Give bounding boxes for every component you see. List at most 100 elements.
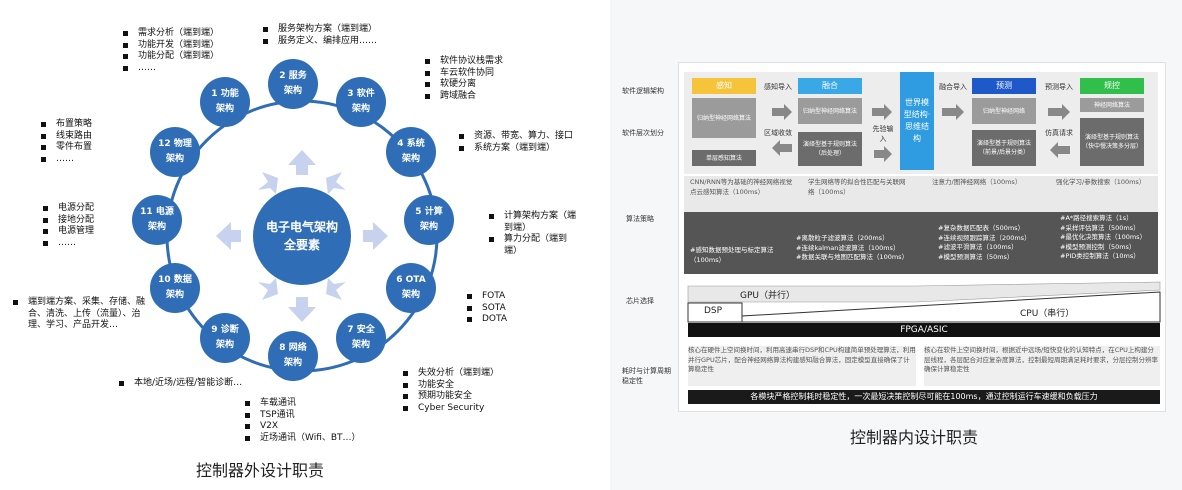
list-item: 接地分配 bbox=[42, 215, 94, 227]
algo-light-1: CNN/RNN等为基础的神经网络视觉点云感知算法（100ms） bbox=[690, 178, 793, 196]
node-title: 2 服务 bbox=[279, 71, 307, 81]
list-item: TSP通讯 bbox=[244, 410, 361, 422]
algo-dark-item: #最优化决策算法（100ms） bbox=[1060, 233, 1147, 241]
list-item: 软硬分离 bbox=[424, 79, 503, 91]
label-fusion-in: 融合导入 bbox=[939, 83, 967, 91]
arrow-left bbox=[216, 222, 241, 250]
algo-dark-item: #复杂数据匹配表（500ms） bbox=[938, 224, 1025, 232]
node-system: 4 系统架构 bbox=[386, 127, 436, 177]
list-compute: 计算架构方案（端到端） 算力分配（端到端） bbox=[488, 211, 578, 257]
box-prediction-rules: 演绎型基于规则算法（前景/后景分类） bbox=[972, 130, 1036, 166]
flow-arrows bbox=[772, 104, 1070, 162]
arrow-down bbox=[288, 297, 316, 322]
list-item: DOTA bbox=[466, 314, 507, 326]
node-ota: 6 OTA 架构 bbox=[386, 263, 436, 313]
list-item: 线束路由 bbox=[40, 131, 92, 143]
list-item: 本地/近场/远程/智能诊断… bbox=[118, 378, 242, 390]
node-subtitle: 架构 bbox=[147, 222, 166, 232]
arrow-up bbox=[288, 150, 316, 175]
node-function: 1 功能架构 bbox=[200, 77, 250, 127]
right-diagram-panel: 软件逻辑架构 软件层次划分 算法策略 芯片选择 耗时与计算周期稳定性 感知 融合… bbox=[612, 0, 1182, 490]
algo-light-3: 注意力/图神经网络（100ms） bbox=[932, 178, 1022, 186]
algo-dark-item: #PID类控制算法（10ms） bbox=[1060, 252, 1140, 260]
node-power: 11 电源架构 bbox=[132, 195, 182, 245]
list-item: 功能安全 bbox=[402, 380, 499, 392]
header-world-model: 世界模型结构·思维结构 bbox=[900, 72, 934, 170]
list-item: 近场通讯（Wifi、BT…） bbox=[244, 433, 361, 445]
arrow-right-icon bbox=[772, 104, 792, 120]
row-label-logic: 软件逻辑架构 bbox=[622, 87, 664, 95]
arrow-right-icon bbox=[872, 104, 892, 120]
list-system: 资源、带宽、算力、接口 系统方案（端到端） bbox=[458, 131, 573, 154]
label-prior-input: 先验输入 bbox=[872, 125, 894, 143]
list-diagnosis: 本地/近场/远程/智能诊断… bbox=[118, 378, 242, 390]
node-subtitle: 架构 bbox=[419, 222, 438, 232]
list-item: 需求分析（端到端） bbox=[122, 28, 219, 40]
arrow-ll bbox=[258, 278, 278, 300]
list-item: 预期功能安全 bbox=[402, 391, 499, 403]
node-subtitle: 架构 bbox=[215, 104, 234, 114]
node-title: 12 物理 bbox=[158, 139, 192, 149]
list-item: SOTA bbox=[466, 303, 507, 315]
list-item: Cyber Security bbox=[402, 403, 499, 415]
header-control: 规控 bbox=[1080, 78, 1144, 94]
node-title: 9 诊断 bbox=[211, 325, 239, 335]
algo-dark-item: #滤波平滑算法（100ms） bbox=[938, 243, 1018, 251]
list-service: 服务架构方案（端到端） 服务定义、编排应用…… bbox=[262, 24, 377, 47]
list-item: …… bbox=[122, 63, 219, 75]
node-title: 7 安全 bbox=[347, 325, 375, 335]
label-perception-in: 感知导入 bbox=[764, 83, 792, 91]
arrow-ur bbox=[326, 172, 346, 194]
chip-dsp-label: DSP bbox=[704, 306, 723, 316]
label-predict-in: 预测导入 bbox=[1045, 83, 1073, 91]
list-functional: 需求分析（端到端） 功能开发（端到端） 功能分配（端到端） …… bbox=[122, 28, 219, 74]
arrow-right-icon bbox=[942, 104, 964, 120]
node-compute: 5 计算架构 bbox=[404, 195, 454, 245]
list-item: 端到端方案、采集、存储、融合、清洗、上传（流量）、治理、学习、产品开发… bbox=[12, 297, 154, 332]
arrow-left-icon bbox=[1050, 142, 1070, 158]
node-title: 11 电源 bbox=[140, 207, 174, 217]
node-title: 10 数据 bbox=[158, 275, 192, 285]
node-subtitle: 架构 bbox=[165, 290, 184, 300]
algo-dark-item: #离散粒子滤波算法（200ms） bbox=[796, 234, 889, 242]
algo-light-band: CNN/RNN等为基础的神经网络视觉点云感知算法（100ms） 学生网络等的拟合… bbox=[684, 176, 1158, 212]
algo-dark-item: #采样评估算法（500ms） bbox=[1060, 223, 1140, 232]
chip-shapes bbox=[687, 281, 1161, 323]
node-subtitle: 架构 bbox=[401, 290, 420, 300]
box-perception-nn: 归纳型神经网络算法 bbox=[692, 98, 756, 138]
algo-dark-item: #连续视频跟踪算法（200ms） bbox=[938, 233, 1031, 242]
algo-dark-item: #感知数据预处理与标定算法（100ms） bbox=[690, 246, 774, 264]
box-prediction-nn: 归纳型神经网络 bbox=[972, 98, 1036, 124]
list-item: …… bbox=[40, 154, 92, 166]
chip-fpga-bar: FPGA/ASIC bbox=[688, 323, 1160, 337]
algo-dark-item: #A*路径搜索算法（1s） bbox=[1060, 214, 1133, 222]
node-subtitle: 架构 bbox=[351, 340, 370, 350]
algo-dark-col3: #复杂数据匹配表（500ms） #连续视频跟踪算法（200ms） #滤波平滑算法… bbox=[938, 224, 1058, 262]
label-sim-request: 仿真请求 bbox=[1045, 129, 1073, 137]
timing-left-text: 核心在硬件上空间换时间，利用高速串行DSP和CPU构建简单预处理算法，利用并行G… bbox=[688, 346, 916, 386]
list-item: 电源分配 bbox=[42, 203, 94, 215]
node-title: 6 OTA bbox=[396, 275, 426, 285]
box-control-rules: 演绎型基于规则算法（快中慢决策多分层） bbox=[1080, 118, 1144, 166]
algo-dark-item: #数据关联与地图匹配算法（100ms） bbox=[796, 253, 909, 261]
list-power: 电源分配 接地分配 电源管理 …… bbox=[42, 203, 94, 249]
list-security: 失效分析（端到端） 功能安全 预期功能安全 Cyber Security bbox=[402, 368, 499, 414]
arrow-right-icon bbox=[874, 146, 892, 162]
node-title: 5 计算 bbox=[415, 207, 443, 217]
row-label-layers: 软件层次划分 bbox=[622, 129, 664, 137]
arrow-ul bbox=[258, 172, 278, 194]
chip-cpu-label: CPU（串行） bbox=[1020, 309, 1075, 319]
algo-light-2: 学生网络等的拟合性匹配与关联网络（100ms） bbox=[808, 178, 906, 196]
algo-dark-item: #模型预测控制（50ms） bbox=[1060, 242, 1136, 251]
list-item: 电源管理 bbox=[42, 226, 94, 238]
algo-dark-band: #感知数据预处理与标定算法（100ms） #离散粒子滤波算法（200ms） #连… bbox=[684, 212, 1158, 274]
algo-dark-item: #模型预测算法（50ms） bbox=[938, 252, 1014, 261]
timing-right-text: 核心在软件上空间换时间，根据近中远场/短快变化的认知特点，在CPU上构建分层线程… bbox=[924, 346, 1160, 386]
list-ota: FOTA SOTA DOTA bbox=[466, 291, 507, 326]
node-subtitle: 架构 bbox=[165, 154, 184, 164]
algo-light-4: 强化学习/参数搜索（100ms） bbox=[1056, 178, 1146, 186]
radial-arrows bbox=[216, 150, 388, 322]
node-title: 8 网络 bbox=[279, 343, 307, 353]
cpu-shape bbox=[741, 291, 1161, 323]
box-fusion-nn: 归纳型神经网络算法 bbox=[798, 98, 862, 124]
